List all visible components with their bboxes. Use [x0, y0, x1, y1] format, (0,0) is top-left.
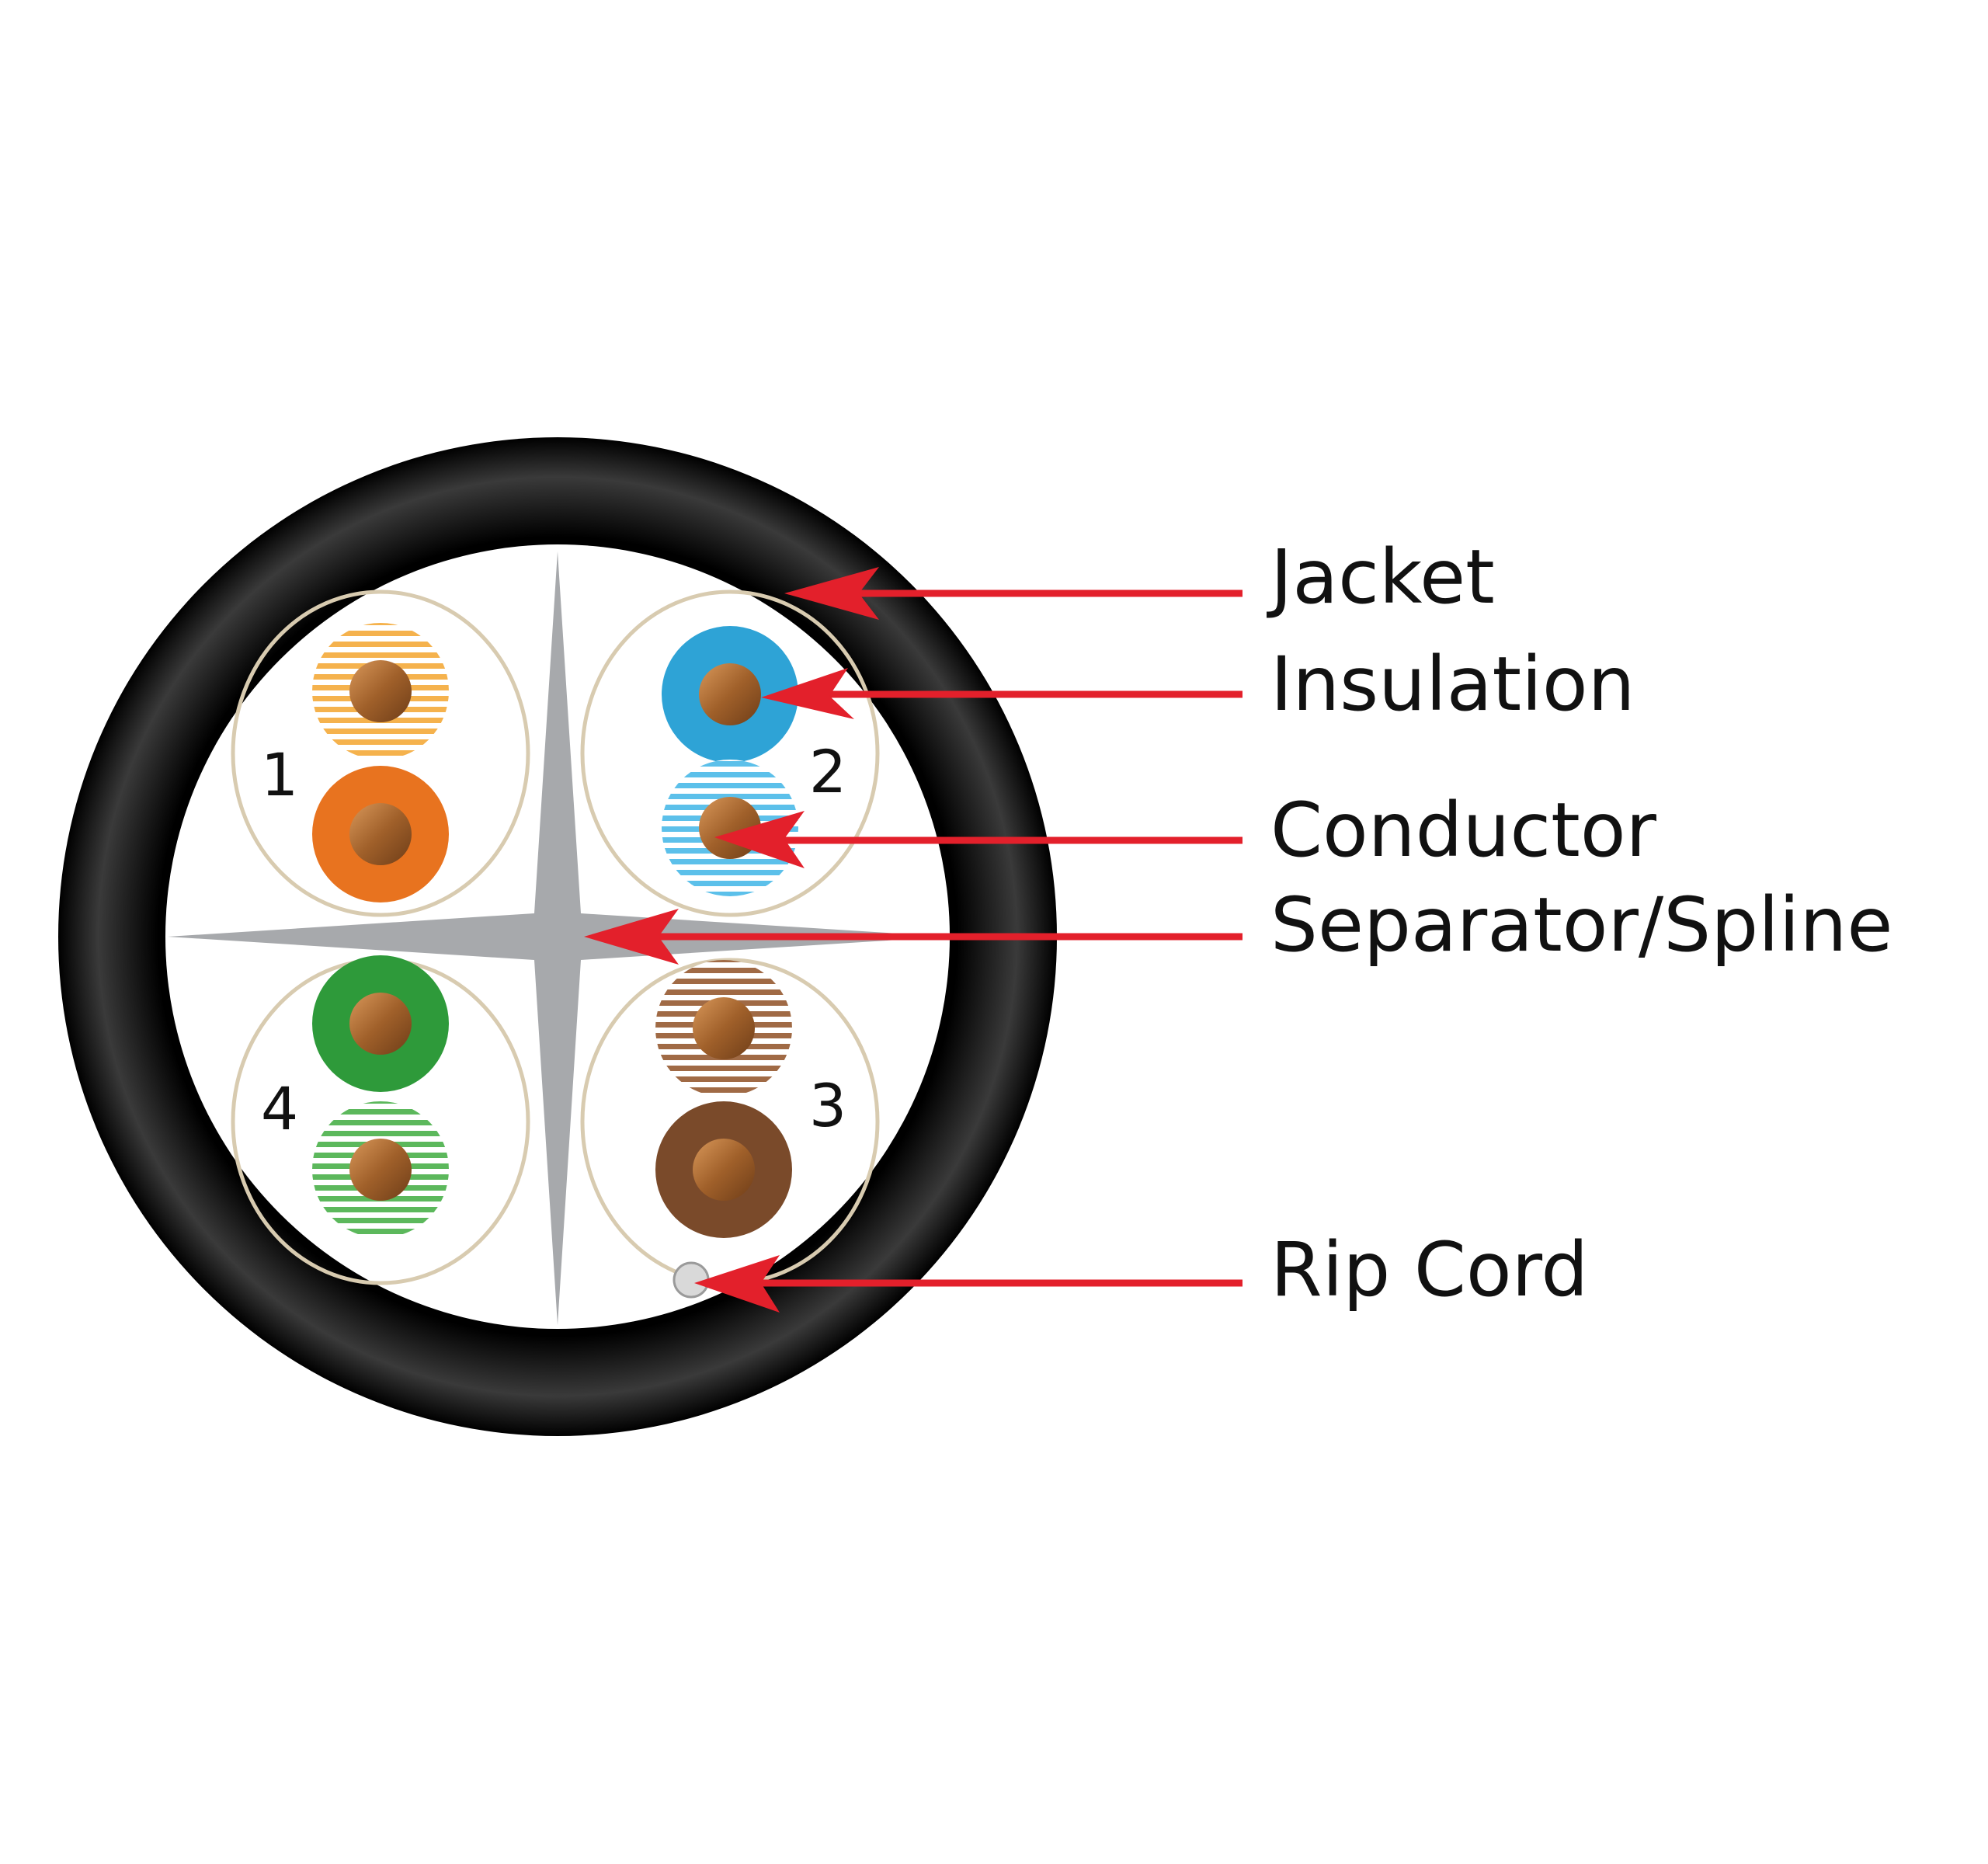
pair-1-number: 1 — [261, 740, 298, 809]
pair-3-solid-conductor — [693, 1139, 755, 1201]
pair-4: 4 — [231, 955, 530, 1285]
pair-2-number: 2 — [809, 737, 846, 806]
label-separator: Separator/Spline — [1270, 882, 1892, 969]
rip-cord-arrow — [694, 1255, 1242, 1313]
pair-1-solid-conductor — [349, 803, 412, 865]
rip-cord — [673, 1261, 710, 1299]
jacket-arrow — [784, 567, 1242, 620]
pair-3-number: 3 — [809, 1071, 846, 1140]
conductor-arrow — [714, 811, 1242, 868]
label-conductor: Conductor — [1270, 787, 1657, 874]
label-insulation: Insulation — [1270, 641, 1635, 728]
pair-2: 2 — [580, 589, 880, 917]
label-rip-cord: Rip Cord — [1270, 1226, 1588, 1313]
pair-2-outline — [580, 589, 880, 917]
leader-arrows — [584, 567, 1242, 1313]
pair-3: 3 — [580, 958, 880, 1285]
insulation-arrow — [761, 668, 1242, 719]
pair-1: 1 — [231, 589, 530, 917]
pair-4-solid-conductor — [349, 993, 412, 1055]
pair-4-striped-conductor — [349, 1139, 412, 1201]
pair-1-striped-conductor — [349, 660, 412, 722]
pair-2-solid-conductor — [699, 663, 761, 725]
pair-1-outline — [231, 589, 530, 917]
separator-arrow — [584, 909, 1242, 965]
pair-3-striped-conductor — [693, 997, 755, 1059]
label-jacket: Jacket — [1267, 534, 1495, 621]
separator-spline — [168, 551, 947, 1325]
pair-4-number: 4 — [261, 1074, 298, 1143]
